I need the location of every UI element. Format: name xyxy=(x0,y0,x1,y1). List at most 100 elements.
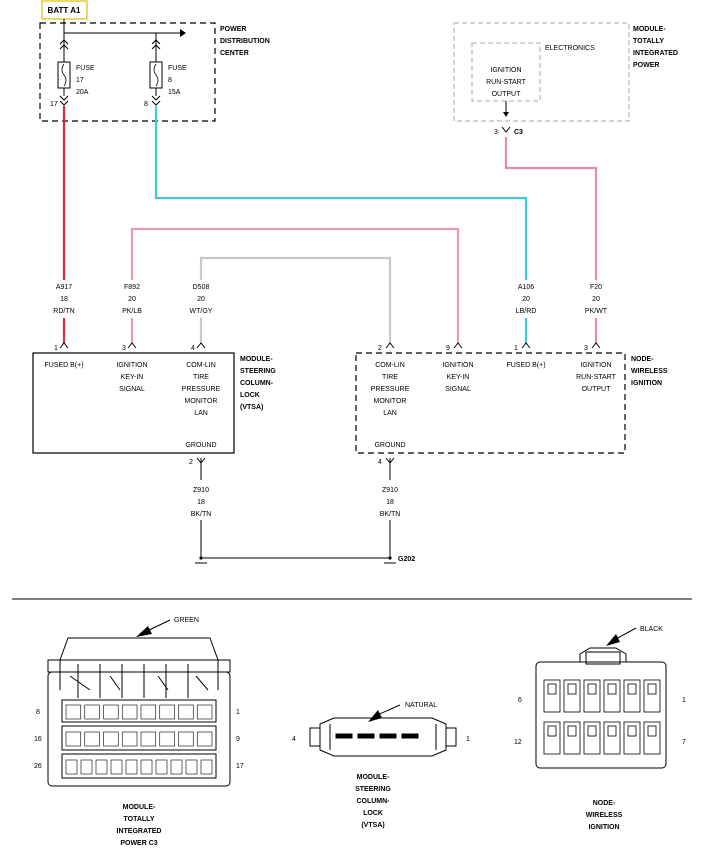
wig-pin-2: 2 xyxy=(378,345,382,352)
wig-pin-cell xyxy=(563,721,581,755)
scl-ground-label: GROUND xyxy=(185,442,216,449)
c3-pin-cell xyxy=(159,731,175,747)
c3-pin-cell xyxy=(155,759,168,775)
scl-title-3: COLUMN- xyxy=(240,380,274,387)
c3-pin-cell xyxy=(121,731,138,747)
scl-conn-title-1: MODULE- xyxy=(357,774,390,781)
pdc-title-1: POWER xyxy=(220,26,246,33)
scl-label-lin-1: COM-LIN xyxy=(186,362,216,369)
svg-text:18: 18 xyxy=(386,499,394,506)
tipm-title-4: POWER xyxy=(633,62,659,69)
scl-pin-3: 3 xyxy=(122,345,126,352)
wig-pin-grid xyxy=(543,679,661,755)
svg-text:Z910: Z910 xyxy=(193,487,209,494)
wig-pin-cell xyxy=(603,721,621,755)
c3-pin-cell xyxy=(103,704,119,720)
svg-text:WT/GY: WT/GY xyxy=(190,308,213,315)
c3-pin-8: 8 xyxy=(36,709,40,716)
tipm-c3-connector-icon xyxy=(47,637,231,787)
c3-pin-cell xyxy=(170,759,183,775)
wig-pin-cell xyxy=(643,679,661,713)
scl-connector-icon xyxy=(309,717,457,757)
wire-label-a106: A106 20 LB/RD xyxy=(516,284,537,315)
c3-pin-cell xyxy=(178,704,194,720)
wig-pin-cell xyxy=(623,679,641,713)
wig-pin-terminal xyxy=(607,683,617,695)
wig-label-lin-5: LAN xyxy=(383,410,397,417)
c3-pin-cell xyxy=(140,704,157,720)
c3-pin-cell xyxy=(196,704,213,720)
svg-text:20: 20 xyxy=(522,296,530,303)
wire-label-f20: F20 20 PK/WT xyxy=(585,284,608,315)
wig-label-lin-3: PRESSURE xyxy=(371,386,410,393)
fuse-17-connector-icon xyxy=(59,39,69,50)
c3-pin-cell xyxy=(140,759,153,775)
wig-label-key-1: IGNITION xyxy=(442,362,473,369)
wire-f20 xyxy=(504,137,598,280)
svg-text:PK/LB: PK/LB xyxy=(122,308,142,315)
svg-text:BK/TN: BK/TN xyxy=(191,511,212,518)
tipm-electronics-label: ELECTRONICS xyxy=(545,45,595,52)
wig-label-lin-4: MONITOR xyxy=(374,398,407,405)
wig-pin-9: 9 xyxy=(446,345,450,352)
scl-conn-title-3: COLUMN- xyxy=(356,798,390,805)
wig-label-run-1: IGNITION xyxy=(580,362,611,369)
c3-pin-cell xyxy=(159,704,175,720)
scl-conn-title-4: LOCK xyxy=(363,810,383,817)
wire-f892 xyxy=(130,227,460,344)
wig-pin-cell xyxy=(603,679,621,713)
wig-pin-terminal xyxy=(587,725,597,737)
wig-conn-color-label: BLACK xyxy=(640,626,663,633)
wig-label-run-2: RUN-START xyxy=(576,374,617,381)
c3-pin-cell xyxy=(65,731,82,747)
wig-title-1: NODE- xyxy=(631,356,654,363)
c3-pin-cell xyxy=(80,759,93,775)
wire-label-d508: D508 20 WT/GY xyxy=(190,284,213,315)
tipm-c3-pin-grid xyxy=(65,704,213,775)
wig-title-2: WIRELESS xyxy=(631,368,668,375)
scl-title-2: STEERING xyxy=(240,368,276,375)
svg-text:18: 18 xyxy=(197,499,205,506)
fuse-8-label: FUSE xyxy=(168,65,187,72)
fuse-8-connector-icon xyxy=(151,39,161,50)
scl-label-key-3: SIGNAL xyxy=(119,386,145,393)
c3-color-label: GREEN xyxy=(174,617,199,624)
tipm-title-1: MODULE- xyxy=(633,26,666,33)
scl-label-fused: FUSED B(+) xyxy=(44,362,83,369)
wig-conn-title-3: IGNITION xyxy=(588,824,619,831)
svg-text:20: 20 xyxy=(128,296,136,303)
tipm-output-2: RUN-START xyxy=(486,79,527,86)
svg-text:20: 20 xyxy=(592,296,600,303)
c3-pin-cell xyxy=(121,704,138,720)
svg-text:F892: F892 xyxy=(124,284,140,291)
wig-pin-terminal xyxy=(547,683,557,695)
tipm-title-3: INTEGRATED xyxy=(633,50,678,57)
c3-title-1: MODULE- xyxy=(123,804,156,811)
wig-pin-terminal xyxy=(627,725,637,737)
pdc-title-3: CENTER xyxy=(220,50,249,57)
wig-pin-terminal xyxy=(567,725,577,737)
wig-pin-terminal xyxy=(607,725,617,737)
wire-d508 xyxy=(199,256,392,344)
svg-text:Z910: Z910 xyxy=(382,487,398,494)
wig-pin-terminal xyxy=(567,683,577,695)
wig-pin-cell xyxy=(583,721,601,755)
scl-label-key-1: IGNITION xyxy=(116,362,147,369)
wig-pin-cell xyxy=(583,679,601,713)
svg-text:F20: F20 xyxy=(590,284,602,291)
wig-conn-title-1: NODE- xyxy=(593,800,616,807)
c3-pin-cell xyxy=(84,731,100,747)
c3-pin-1: 1 xyxy=(236,709,240,716)
scl-title-1: MODULE- xyxy=(240,356,273,363)
c3-title-3: INTEGRATED xyxy=(117,828,162,835)
svg-text:D508: D508 xyxy=(193,284,210,291)
scl-conn-title-2: STEERING xyxy=(355,786,391,793)
fuse-17-pin: 17 xyxy=(50,101,58,108)
ground-label-wig: Z910 18 BK/TN xyxy=(380,487,401,518)
c3-pin-cell xyxy=(178,731,194,747)
wig-label-key-3: SIGNAL xyxy=(445,386,471,393)
wig-pin-cell xyxy=(563,679,581,713)
wig-pin-cell xyxy=(543,721,561,755)
c3-pin-cell xyxy=(200,759,213,775)
fuse-8-amps: 15A xyxy=(168,89,181,96)
